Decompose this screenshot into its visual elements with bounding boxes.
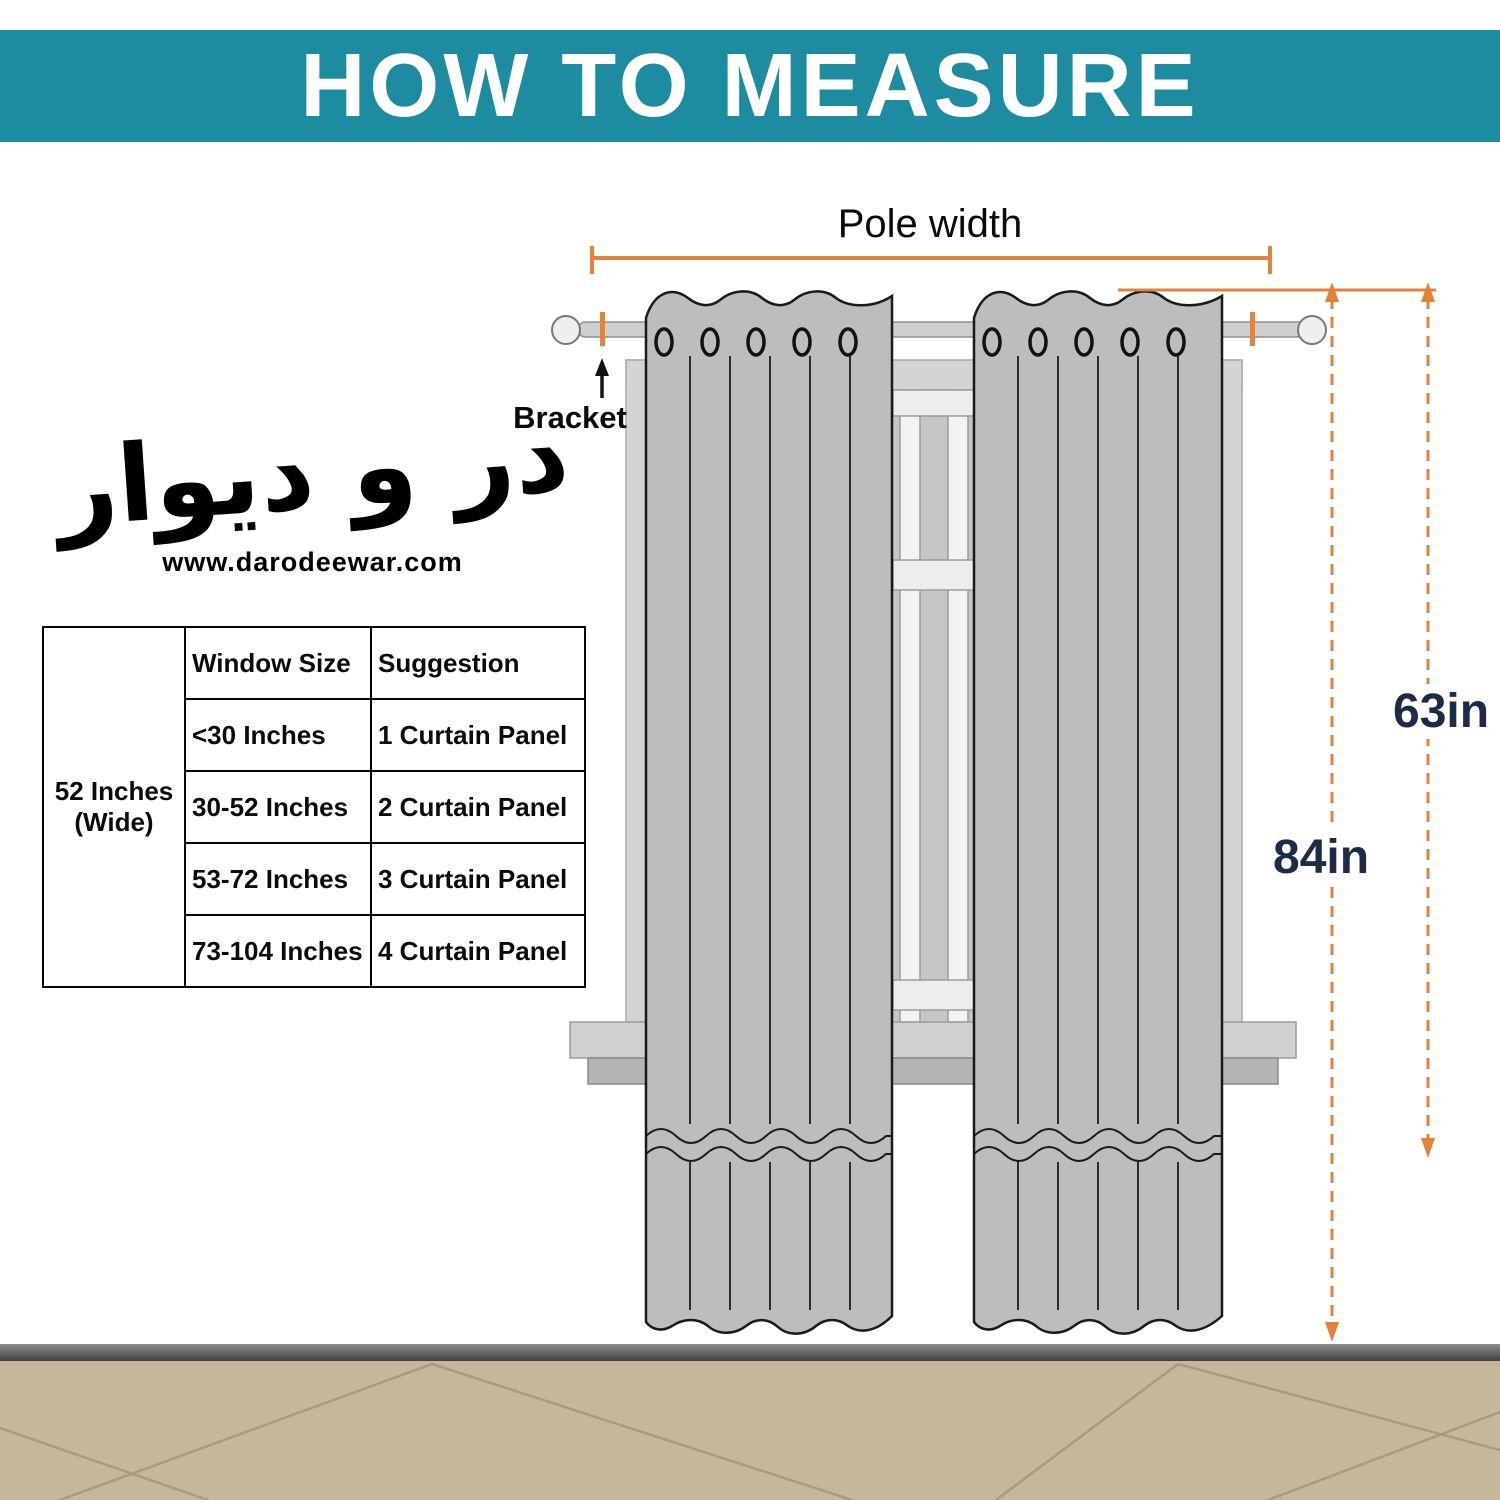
height-84-arrow-down xyxy=(1325,1322,1339,1342)
right-panel-folds xyxy=(1017,356,1179,1310)
table-row: 73-104 Inches 4 Curtain Panel xyxy=(43,914,586,988)
brand-logo: در و دیوار www.darodeewar.com xyxy=(52,392,572,578)
sill-front-face xyxy=(587,1057,1279,1085)
bracket-arrow-head xyxy=(595,358,609,376)
table-header-row: 52 Inches (Wide) Window Size Suggestion xyxy=(42,626,586,988)
left-panel-seam xyxy=(645,1128,892,1144)
left-panel-fabric xyxy=(644,290,894,1335)
right-panel-seam xyxy=(973,1128,1222,1144)
length-84-label: 84in xyxy=(1268,830,1375,885)
suggestion-cell: 4 Curtain Panel xyxy=(370,914,586,988)
bracket-mark-right xyxy=(1250,312,1255,346)
right-panel-grommet-rings xyxy=(982,327,1186,357)
pole-finial-right xyxy=(1297,315,1327,345)
floor xyxy=(0,1360,1500,1500)
window-sill xyxy=(569,1021,1297,1085)
height-84-arrow-up xyxy=(1325,282,1339,302)
right-curtain-panel xyxy=(972,290,1224,1335)
sill-top-ledge xyxy=(569,1021,1297,1059)
size-suggestion-table: 52 Inches (Wide) Window Size Suggestion … xyxy=(42,626,586,988)
suggestion-cell: 2 Curtain Panel xyxy=(370,770,586,844)
pole-width-dimension-line xyxy=(590,246,1272,274)
pole-finial-left xyxy=(551,315,581,345)
height-63-arrow-up xyxy=(1421,282,1435,302)
length-63-label: 63in xyxy=(1388,684,1495,739)
page-title: HOW TO MEASURE xyxy=(300,36,1200,136)
curtain-pole xyxy=(551,312,1327,346)
brand-calligraphy-arabic: در و دیوار xyxy=(52,392,573,551)
left-panel-folds xyxy=(689,356,851,1310)
window-center-recess xyxy=(893,390,974,1022)
window-size-cell: 73-104 Inches xyxy=(184,914,372,988)
height-63-arrow-down xyxy=(1421,1138,1435,1158)
window-rung-bottom xyxy=(892,979,975,1011)
bracket-mark-left xyxy=(600,312,605,346)
height-84-dimension xyxy=(1325,282,1339,1342)
table-header-window-size: Window Size xyxy=(184,626,372,700)
left-panel-grommet-rings xyxy=(654,327,858,357)
pole-width-label: Pole width xyxy=(837,202,1023,246)
right-panel-fabric xyxy=(972,290,1224,1335)
brand-url: www.darodeewar.com xyxy=(162,547,463,578)
table-row: 30-52 Inches 2 Curtain Panel xyxy=(43,770,586,844)
table-row: <30 Inches 1 Curtain Panel xyxy=(43,698,586,772)
window-size-cell: <30 Inches xyxy=(184,698,372,772)
suggestion-cell: 1 Curtain Panel xyxy=(370,698,586,772)
bracket-label: Bracket xyxy=(513,400,627,435)
suggestion-cell: 3 Curtain Panel xyxy=(370,842,586,916)
window-frame xyxy=(625,359,1243,1023)
window-mullion-left xyxy=(899,389,921,1023)
right-panel-seam-2 xyxy=(973,1146,1222,1162)
table-side-label: 52 Inches (Wide) xyxy=(42,626,186,988)
window-left-jamb xyxy=(625,359,647,1023)
left-curtain-panel xyxy=(644,290,894,1335)
window-size-cell: 53-72 Inches xyxy=(184,842,372,916)
table-row: 53-72 Inches 3 Curtain Panel xyxy=(43,842,586,916)
baseboard xyxy=(0,1344,1500,1361)
window-right-jamb xyxy=(1221,359,1243,1023)
header-banner: HOW TO MEASURE xyxy=(0,30,1500,142)
table-header-suggestion: Suggestion xyxy=(370,626,586,700)
window-rung-middle xyxy=(892,559,975,591)
pole-rod xyxy=(577,321,1309,338)
window-rung-top xyxy=(892,389,975,417)
window-size-cell: 30-52 Inches xyxy=(184,770,372,844)
left-panel-seam-2 xyxy=(645,1146,892,1162)
window-top-frame xyxy=(625,359,1243,391)
pole-width-dimension xyxy=(590,246,1272,274)
bracket-arrow xyxy=(595,358,609,398)
window-mullion-right xyxy=(947,389,969,1023)
